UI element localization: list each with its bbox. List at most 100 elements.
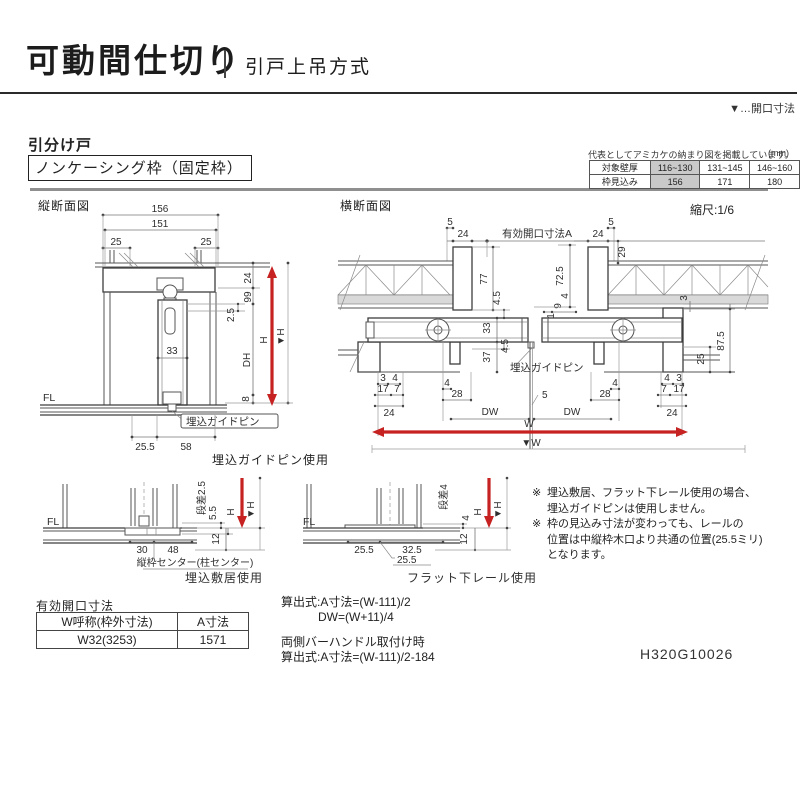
dim-4-a: 4 bbox=[444, 378, 450, 389]
frame-type-label: ノンケーシング枠（固定枠） bbox=[28, 155, 252, 181]
formula-block: 算出式:A寸法=(W-111)/2 DW=(W+11)/4 両側バーハンドル取付… bbox=[281, 595, 435, 665]
door-panels bbox=[365, 317, 683, 343]
dim-99: 99 bbox=[243, 291, 254, 303]
dim-open-H: ▼H bbox=[493, 501, 504, 518]
dim-DH: DH bbox=[242, 353, 253, 367]
right-dims bbox=[423, 476, 511, 552]
dim-DW-right: DW bbox=[564, 407, 581, 418]
bottom-dim-rows bbox=[373, 382, 688, 421]
effective-opening-label: 有効開口寸法A bbox=[502, 227, 572, 240]
table-header-row: W呼称(枠外寸法) A寸法 bbox=[36, 612, 249, 631]
wall-table-unit: (mm) bbox=[768, 148, 789, 158]
opening-table-title: 有効開口寸法 bbox=[36, 599, 115, 613]
guide-pin-use-caption: 埋込ガイドピン使用 bbox=[212, 453, 330, 467]
table-row: W32(3253) 1571 bbox=[36, 630, 249, 649]
dim-1: 1 bbox=[546, 313, 557, 319]
dim-25-5-a: 25.5 bbox=[354, 545, 374, 556]
vertical-section-label: 縦断面図 bbox=[38, 199, 91, 213]
floor-and-sill bbox=[43, 527, 197, 544]
note-line: 枠の見込み寸法が変わっても、レールの bbox=[547, 518, 744, 530]
dim-77: 77 bbox=[479, 273, 490, 285]
page-title: 可動間仕切り bbox=[26, 42, 242, 79]
dim-7-bl: 7 bbox=[394, 384, 400, 395]
right-wall bbox=[607, 254, 769, 311]
dim-24-left: 24 bbox=[457, 229, 469, 240]
dim-2-5: 2.5 bbox=[226, 308, 237, 322]
note-line: 位置は中縦枠木口より共通の位置(25.5ミリ) bbox=[547, 533, 763, 546]
dim-H: H bbox=[226, 508, 237, 515]
formula-line-3: 両側バーハンドル取付け時 bbox=[281, 635, 425, 649]
dim-9: 9 bbox=[553, 303, 564, 309]
dim-step: 段差2.5 bbox=[195, 481, 208, 515]
opening-legend: ▼…開口寸法 bbox=[729, 103, 795, 115]
note-text: 埋込敷居、フラット下レール使用の場合、 埋込ガイドピンは使用しません。 bbox=[547, 486, 756, 517]
right-dimension-stack bbox=[187, 261, 293, 405]
guide-pin-label: 埋込ガイドピン bbox=[186, 416, 260, 428]
document-number: H320G10026 bbox=[640, 646, 734, 662]
note-1: ※ 埋込敷居、フラット下レール使用の場合、 埋込ガイドピンは使用しません。 bbox=[532, 486, 797, 517]
bottom-dims bbox=[346, 540, 445, 566]
note-text: 枠の見込み寸法が変わっても、レールの 位置は中縦枠木口より共通の位置(25.5ミ… bbox=[547, 517, 763, 564]
dim-32-5: 32.5 bbox=[402, 545, 422, 556]
wall-and-door bbox=[103, 292, 217, 406]
dim-12: 12 bbox=[211, 533, 222, 545]
flat-rail-detail-drawing: FL 段差4 4 12 H ▼H 25.5 32.5 25.5 フラット下レール… bbox=[303, 476, 536, 585]
dim-5-right: 5 bbox=[608, 217, 614, 228]
dim-24: 24 bbox=[243, 272, 254, 284]
dim-3-right: 3 bbox=[679, 295, 690, 301]
guide-pin-label: 埋込ガイドピン bbox=[510, 362, 584, 374]
dim-open-H: ▼H bbox=[246, 501, 257, 518]
cell: 180 bbox=[749, 174, 800, 189]
dim-4-b: 4 bbox=[612, 378, 618, 389]
dim-25-right: 25 bbox=[200, 237, 212, 248]
right-side-dims bbox=[683, 301, 735, 374]
jambs bbox=[452, 246, 609, 311]
dim-4-5-b: 4.5 bbox=[500, 339, 511, 353]
floor-level-label: FL bbox=[43, 392, 55, 404]
cell: 1571 bbox=[177, 630, 249, 649]
bottom-extension-lines bbox=[377, 342, 683, 436]
row-header: 対象壁厚 bbox=[589, 160, 651, 175]
dim-28-b: 28 bbox=[599, 389, 611, 400]
formula-line-1: 算出式:A寸法=(W-111)/2 bbox=[281, 595, 411, 609]
floor-and-rail bbox=[303, 524, 460, 544]
note-marker: ※ bbox=[532, 487, 542, 499]
col-header: A寸法 bbox=[177, 612, 249, 631]
note-line: となります。 bbox=[547, 549, 612, 561]
guide-pin-callout bbox=[171, 410, 279, 429]
dim-7-br: 7 bbox=[661, 384, 667, 395]
table-row: 対象壁厚 116~130 131~145 146~160 bbox=[589, 160, 800, 175]
section-rule bbox=[30, 188, 768, 191]
note-line: 埋込ガイドピンは使用しません。 bbox=[547, 502, 712, 515]
cell: 171 bbox=[699, 174, 751, 189]
dim-4-bl: 4 bbox=[392, 373, 398, 384]
dim-5-left: 5 bbox=[447, 217, 453, 228]
frame-center-label: 縦枠センター(柱センター) bbox=[137, 556, 254, 569]
dim-72-5: 72.5 bbox=[555, 266, 566, 286]
opening-dimension-table: W呼称(枠外寸法) A寸法 W32(3253) 1571 bbox=[36, 612, 249, 649]
dim-5-5: 5.5 bbox=[208, 506, 219, 520]
width-arrow bbox=[372, 427, 688, 437]
door-type-label: 引分け戸 bbox=[28, 137, 93, 154]
floor-level-label: FL bbox=[303, 516, 315, 528]
dim-33: 33 bbox=[166, 346, 178, 357]
dim-DW-left: DW bbox=[482, 407, 499, 418]
table-row: 枠見込み 156 171 180 bbox=[589, 174, 800, 189]
notes-block: ※ 埋込敷居、フラット下レール使用の場合、 埋込ガイドピンは使用しません。 ※ … bbox=[532, 486, 797, 564]
dim-29: 29 bbox=[617, 246, 628, 258]
dim-17-br: 17 bbox=[673, 384, 685, 395]
page-subtitle: 引戸上吊方式 bbox=[245, 57, 372, 78]
dim-25-5: 25.5 bbox=[135, 442, 155, 453]
note-line: 埋込敷居、フラット下レール使用の場合、 bbox=[547, 487, 756, 499]
dim-17-bl: 17 bbox=[377, 384, 389, 395]
cell: 116~130 bbox=[649, 160, 701, 175]
dim-24-br: 24 bbox=[666, 408, 678, 419]
meeting-stile-dims bbox=[542, 310, 578, 314]
dim-4-center: 4 bbox=[560, 293, 571, 299]
dim-24-bl: 24 bbox=[383, 408, 395, 419]
dim-open-H: ▼H bbox=[276, 328, 287, 345]
dim-8: 8 bbox=[241, 396, 252, 402]
bottom-dimension-lines bbox=[130, 415, 217, 441]
header-rule bbox=[0, 92, 797, 94]
wall-table-note: 代表としてアミカケの納まり図を掲載しています。 bbox=[588, 150, 794, 160]
